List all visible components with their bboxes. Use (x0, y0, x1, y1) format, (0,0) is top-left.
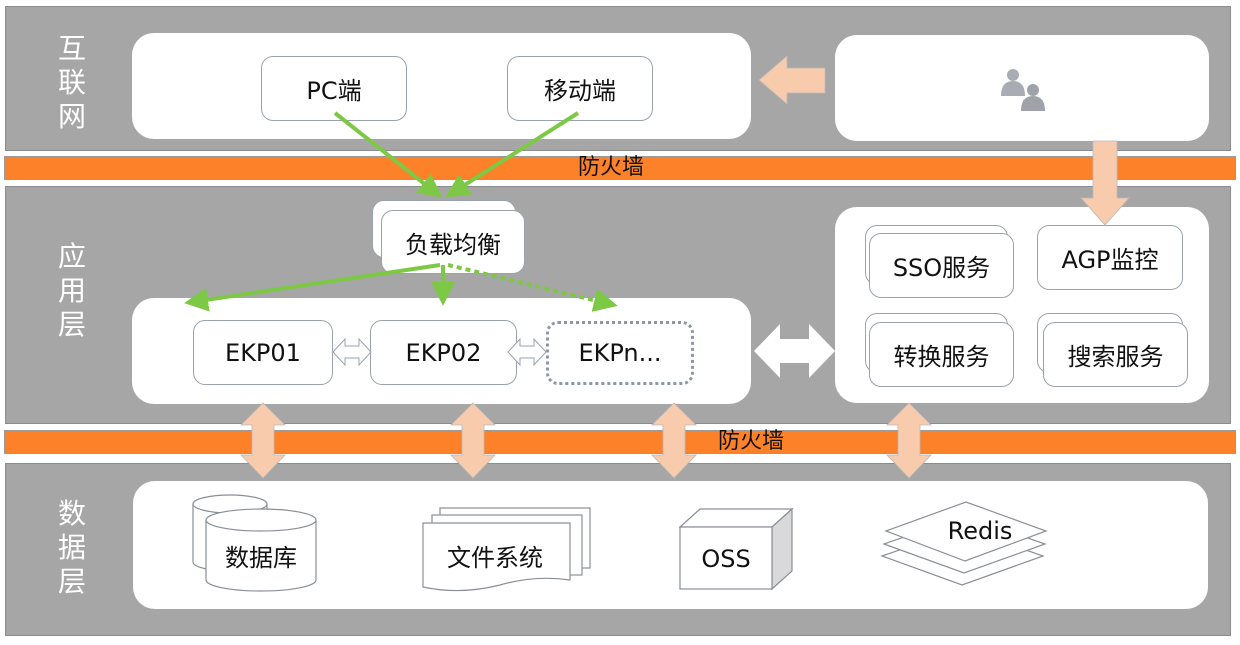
ekp02-node[interactable]: EKP02 (370, 320, 517, 385)
mobile-client-label: 移动端 (544, 77, 616, 105)
firewall-top-label: 防火墙 (578, 155, 645, 180)
mobile-client-node[interactable]: 移动端 (507, 56, 653, 121)
oss-label: OSS (701, 545, 751, 573)
firewall-bottom (4, 430, 1236, 454)
pc-client-label: PC端 (306, 77, 362, 105)
database-label: 数据库 (225, 544, 297, 572)
redis-icon (880, 501, 1048, 586)
search-service-node[interactable]: 搜索服务 (1043, 322, 1188, 387)
ekpn-node[interactable]: EKPn... (546, 321, 694, 385)
application-layer-label: 应用层 (57, 240, 86, 341)
client-panel (132, 33, 751, 139)
users-icon (1001, 69, 1045, 111)
internet-layer-label: 互联网 (57, 32, 86, 133)
convert-service-node[interactable]: 转换服务 (869, 322, 1014, 387)
ekp02-label: EKP02 (405, 338, 482, 367)
agp-monitor-node[interactable]: AGP监控 (1037, 225, 1183, 290)
ekp01-node[interactable]: EKP01 (193, 320, 333, 385)
oss-icon (678, 507, 794, 591)
sso-service-label: SSO服务 (892, 254, 991, 282)
filesystem-label: 文件系统 (447, 544, 543, 572)
filesystem-icon (422, 507, 591, 592)
ekp01-label: EKP01 (225, 338, 301, 367)
firewall-bottom-label: 防火墙 (718, 429, 785, 454)
data-layer-label: 数据层 (57, 497, 86, 598)
firewall-top (4, 156, 1236, 180)
search-service-label: 搜索服务 (1067, 343, 1164, 371)
convert-service-label: 转换服务 (893, 343, 990, 371)
pc-client-node[interactable]: PC端 (261, 56, 407, 121)
ekpn-label: EKPn... (578, 339, 662, 367)
load-balancer-node[interactable]: 负载均衡 (381, 210, 525, 274)
database-icon (192, 494, 317, 592)
load-balancer-label: 负载均衡 (405, 230, 501, 259)
sso-service-node[interactable]: SSO服务 (869, 233, 1014, 298)
agp-monitor-label: AGP监控 (1061, 246, 1159, 274)
redis-label: Redis (947, 517, 1013, 545)
